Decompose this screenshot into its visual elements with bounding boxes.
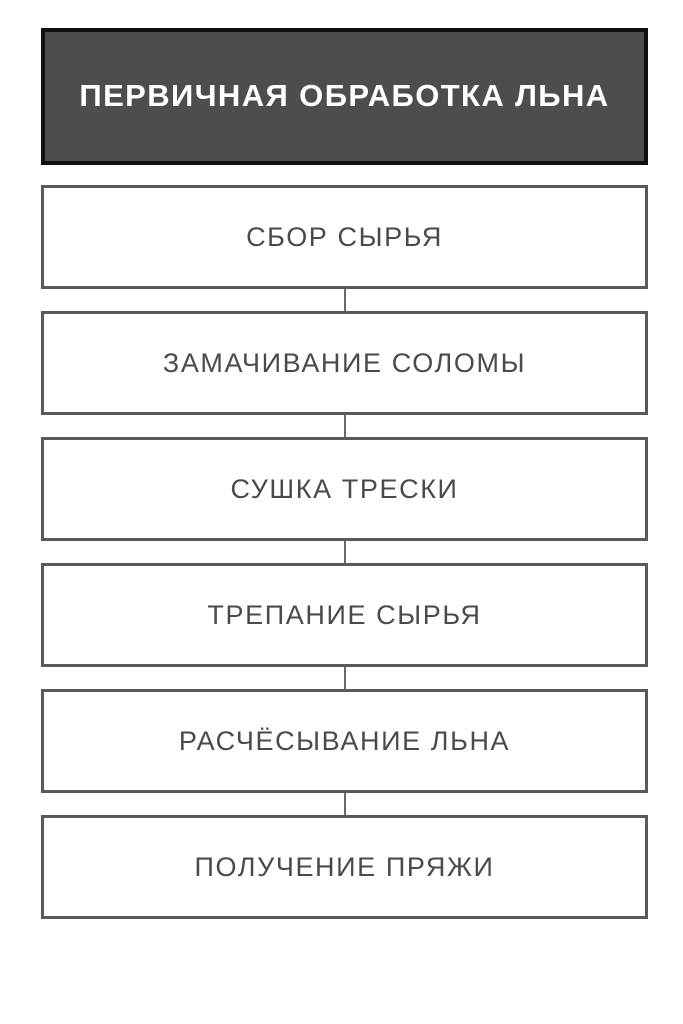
flowchart-node-label: ЗАМАЧИВАНИЕ СОЛОМЫ <box>162 347 527 378</box>
connector-header-to-step-1 <box>41 165 648 185</box>
flowchart-node-step-5: РАСЧЁСЫВАНИЕ ЛЬНА <box>41 689 648 793</box>
connector-line-icon <box>343 415 346 437</box>
flowchart-node-stack: ПЕРВИЧНАЯ ОБРАБОТКА ЛЬНА СБОР СЫРЬЯ ЗАМА… <box>41 28 648 919</box>
flowchart-node-label: СУШКА ТРЕСКИ <box>230 473 459 504</box>
connector-line-icon <box>343 667 346 689</box>
connector-line-icon <box>343 793 346 815</box>
connector-step-1-to-step-2 <box>41 289 648 311</box>
flowchart-node-step-2: ЗАМАЧИВАНИЕ СОЛОМЫ <box>41 311 648 415</box>
connector-step-2-to-step-3 <box>41 415 648 437</box>
flowchart-node-label: СБОР СЫРЬЯ <box>246 221 443 252</box>
flowchart-node-label: ТРЕПАНИЕ СЫРЬЯ <box>207 599 482 630</box>
connector-line-icon <box>343 289 346 311</box>
connector-step-4-to-step-5 <box>41 667 648 689</box>
flowchart-node-step-4: ТРЕПАНИЕ СЫРЬЯ <box>41 563 648 667</box>
flowchart-header-node: ПЕРВИЧНАЯ ОБРАБОТКА ЛЬНА <box>41 28 648 165</box>
flowchart-node-step-6: ПОЛУЧЕНИЕ ПРЯЖИ <box>41 815 648 919</box>
flowchart-node-step-3: СУШКА ТРЕСКИ <box>41 437 648 541</box>
connector-line-icon <box>343 541 346 563</box>
flowchart-node-label: ПОЛУЧЕНИЕ ПРЯЖИ <box>194 851 495 882</box>
flowchart-node-label: РАСЧЁСЫВАНИЕ ЛЬНА <box>178 725 511 756</box>
connector-step-3-to-step-4 <box>41 541 648 563</box>
flowchart-node-step-1: СБОР СЫРЬЯ <box>41 185 648 289</box>
connector-step-5-to-step-6 <box>41 793 648 815</box>
flowchart-header-label: ПЕРВИЧНАЯ ОБРАБОТКА ЛЬНА <box>79 78 610 114</box>
